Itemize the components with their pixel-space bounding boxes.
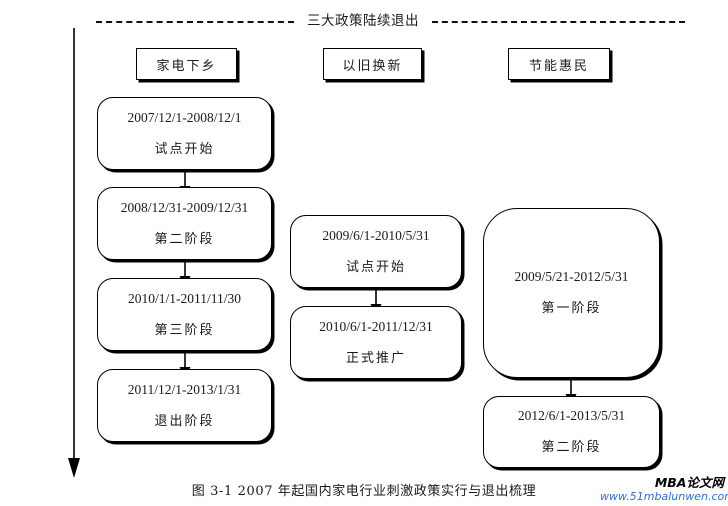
stage-box-c3-s2[interactable]: 2012/6/1-2013/5/31 第二阶段 [483, 396, 660, 468]
watermark: MBA论文网 www.51mbalunwen.com [600, 475, 728, 504]
stage-date: 2010/1/1-2011/11/30 [128, 290, 241, 306]
stage-date: 2012/6/1-2013/5/31 [517, 408, 626, 423]
header-title: 三大政策陆续退出 [307, 13, 419, 29]
stage-label: 退出阶段 [154, 413, 215, 429]
stage-label: 第一阶段 [541, 301, 602, 316]
category-label: 以旧换新 [342, 58, 403, 74]
stage-label: 试点开始 [345, 259, 406, 275]
stage-date: 2008/12/31-2009/12/31 [120, 199, 249, 215]
stage-box-c2-s2[interactable]: 2010/6/1-2011/12/31 正式推广 [290, 306, 462, 379]
stage-box-c1-s1[interactable]: 2007/12/1-2008/12/1 试点开始 [97, 97, 272, 170]
stage-box-c2-s1[interactable]: 2009/6/1-2010/5/31 试点开始 [290, 215, 462, 288]
stage-label: 正式推广 [345, 350, 406, 366]
category-label: 节能惠民 [528, 58, 589, 74]
stage-date: 2009/5/21-2012/5/31 [514, 269, 629, 284]
stage-box-c3-s1[interactable]: 2009/5/21-2012/5/31 第一阶段 [483, 208, 660, 378]
stage-date: 2007/12/1-2008/12/1 [127, 109, 242, 125]
stage-date: 2009/6/1-2010/5/31 [322, 227, 430, 243]
stage-box-c1-s3[interactable]: 2010/1/1-2011/11/30 第三阶段 [97, 278, 272, 351]
stage-label: 第三阶段 [154, 322, 215, 338]
category-label: 家电下乡 [156, 58, 217, 74]
time-axis-arrow-icon [63, 28, 85, 478]
category-box-jieneng-huimin[interactable]: 节能惠民 [508, 48, 610, 80]
watermark-url: www.51mbalunwen.com [600, 490, 728, 503]
stage-box-c1-s4[interactable]: 2011/12/1-2013/1/31 退出阶段 [97, 369, 272, 442]
figure-caption: 图 3-1 2007 年起国内家电行业刺激政策实行与退出梳理 [191, 484, 537, 499]
header-rule-left [96, 21, 294, 23]
header-rule-right [432, 21, 685, 23]
stage-date: 2011/12/1-2013/1/31 [127, 381, 242, 397]
stage-box-c1-s2[interactable]: 2008/12/31-2009/12/31 第二阶段 [97, 187, 272, 260]
stage-date: 2010/6/1-2011/12/31 [319, 318, 433, 334]
stage-label: 第二阶段 [541, 440, 602, 455]
stage-label: 试点开始 [154, 141, 215, 157]
category-box-yijiu-huanxin[interactable]: 以旧换新 [323, 48, 422, 80]
category-box-jiadian-xiaxiang[interactable]: 家电下乡 [136, 48, 237, 80]
watermark-title: MBA论文网 [654, 475, 724, 490]
stage-label: 第二阶段 [154, 231, 215, 247]
